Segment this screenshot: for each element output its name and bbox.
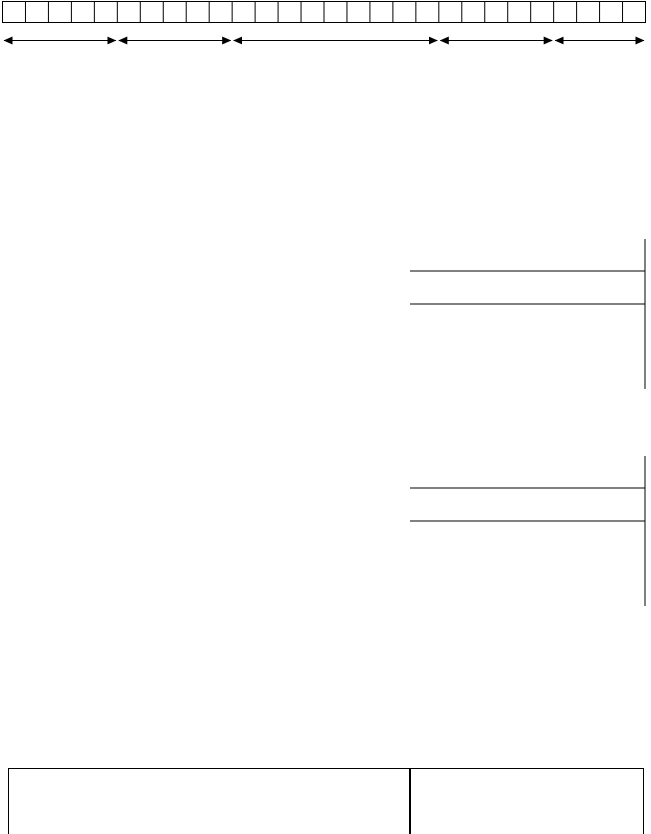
bottom-boxes <box>8 768 644 834</box>
bottom-box-right <box>410 768 644 834</box>
right-bracket-upper <box>410 239 646 389</box>
bottom-box-left <box>8 768 410 834</box>
right-bracket-lower <box>410 456 646 606</box>
cell-ruler <box>2 1 646 23</box>
